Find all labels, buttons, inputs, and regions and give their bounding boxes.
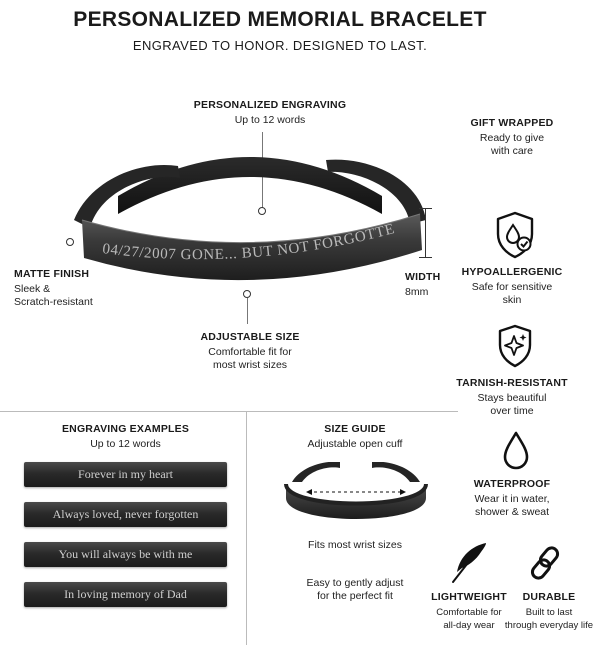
feature-title: HYPOALLERGENIC	[461, 266, 563, 278]
callout-width: WIDTH 8mm	[405, 271, 445, 299]
page-subtitle: ENGRAVED TO HONOR. DESIGNED TO LAST.	[132, 38, 428, 53]
bracelet-image: 04/27/2007 GONE... BUT NOT FORGOTTEN	[60, 150, 426, 281]
callout-engraving-text: Up to 12 words	[234, 114, 306, 126]
examples-title: ENGRAVING EXAMPLES	[61, 423, 190, 435]
feature-text-line2: skin	[502, 294, 522, 306]
callout-matte-line2: Scratch-resistant	[14, 296, 93, 308]
feature-text-line2: all-day wear	[443, 620, 495, 631]
water-drop-icon	[501, 430, 531, 472]
example-bar: In loving memory of Dad	[24, 582, 227, 607]
callout-matte-line1: Sleek &	[14, 283, 51, 295]
callout-width-title: WIDTH	[405, 271, 441, 283]
feature-text-line1: Stays beautiful	[477, 392, 547, 404]
feature-text-line2: with care	[490, 145, 533, 157]
feature-waterproof: WATERPROOF Wear it in water, shower & sw…	[452, 478, 572, 519]
adjustable-leader-line	[247, 298, 248, 324]
callout-adjustable-line1: Comfortable fit for	[208, 346, 292, 358]
shield-drop-icon	[493, 210, 537, 260]
callout-width-text: 8mm	[405, 286, 429, 298]
size-guide-header: SIZE GUIDE Adjustable open cuff	[270, 423, 440, 451]
feather-icon	[448, 540, 490, 584]
chain-link-icon	[528, 544, 564, 582]
size-guide-adjust-line1: Easy to gently adjust	[306, 577, 404, 589]
feature-text-line1: Ready to give	[479, 132, 545, 144]
example-bar: Forever in my heart	[24, 462, 227, 487]
example-bar: Always loved, never forgotten	[24, 502, 227, 527]
callout-engraving-title: PERSONALIZED ENGRAVING	[193, 99, 347, 111]
size-guide-adjust: Easy to gently adjust for the perfect fi…	[270, 577, 440, 603]
section-divider-vertical	[246, 411, 247, 645]
feature-text-line1: Comfortable for	[436, 607, 502, 618]
size-guide-subtitle: Adjustable open cuff	[307, 438, 403, 450]
feature-title: GIFT WRAPPED	[470, 117, 554, 129]
feature-title: TARNISH-RESISTANT	[456, 377, 568, 389]
page-title: PERSONALIZED MEMORIAL BRACELET	[73, 8, 487, 31]
width-dimension-cap-top	[419, 208, 432, 209]
size-guide-title: SIZE GUIDE	[324, 423, 386, 435]
callout-adjustable-line2: most wrist sizes	[212, 359, 288, 371]
shield-sparkle-icon	[495, 323, 535, 369]
feature-durable: DURABLE Built to last through everyday l…	[504, 591, 594, 632]
feature-text-line2: over time	[490, 405, 534, 417]
example-bar: You will always be with me	[24, 542, 227, 567]
width-dimension-line	[425, 208, 426, 258]
feature-tarnish-resistant: TARNISH-RESISTANT Stays beautiful over t…	[452, 377, 572, 418]
callout-adjustable-title: ADJUSTABLE SIZE	[200, 331, 300, 343]
section-divider-horizontal	[0, 411, 458, 412]
adjustable-leader-dot	[243, 290, 251, 298]
feature-text-line1: Wear it in water,	[474, 493, 550, 505]
feature-hypoallergenic: HYPOALLERGENIC Safe for sensitive skin	[452, 266, 572, 307]
width-dimension-cap-bottom	[419, 257, 432, 258]
feature-title: LIGHTWEIGHT	[431, 591, 507, 603]
callout-matte: MATTE FINISH Sleek & Scratch-resistant	[14, 268, 124, 309]
feature-text-line2: shower & sweat	[474, 506, 550, 518]
size-guide-bracelet-image	[284, 462, 428, 519]
feature-gift-wrapped: GIFT WRAPPED Ready to give with care	[452, 117, 572, 158]
engraving-leader-dot	[258, 207, 266, 215]
feature-title: DURABLE	[522, 591, 576, 603]
feature-title: WATERPROOF	[473, 478, 551, 490]
callout-adjustable: ADJUSTABLE SIZE Comfortable fit for most…	[160, 331, 340, 372]
feature-text-line1: Safe for sensitive	[471, 281, 553, 293]
callout-matte-title: MATTE FINISH	[14, 268, 90, 280]
callout-engraving: PERSONALIZED ENGRAVING Up to 12 words	[170, 99, 370, 127]
examples-header: ENGRAVING EXAMPLES Up to 12 words	[24, 423, 227, 451]
feature-lightweight: LIGHTWEIGHT Comfortable for all-day wear	[428, 591, 510, 632]
matte-leader-dot	[66, 238, 74, 246]
feature-text-line2: through everyday life	[504, 620, 594, 631]
size-guide-adjust-line2: for the perfect fit	[317, 590, 393, 602]
examples-subtitle: Up to 12 words	[90, 438, 161, 450]
size-guide-fit-text: Fits most wrist sizes	[308, 539, 402, 551]
feature-text-line1: Built to last	[525, 607, 573, 618]
